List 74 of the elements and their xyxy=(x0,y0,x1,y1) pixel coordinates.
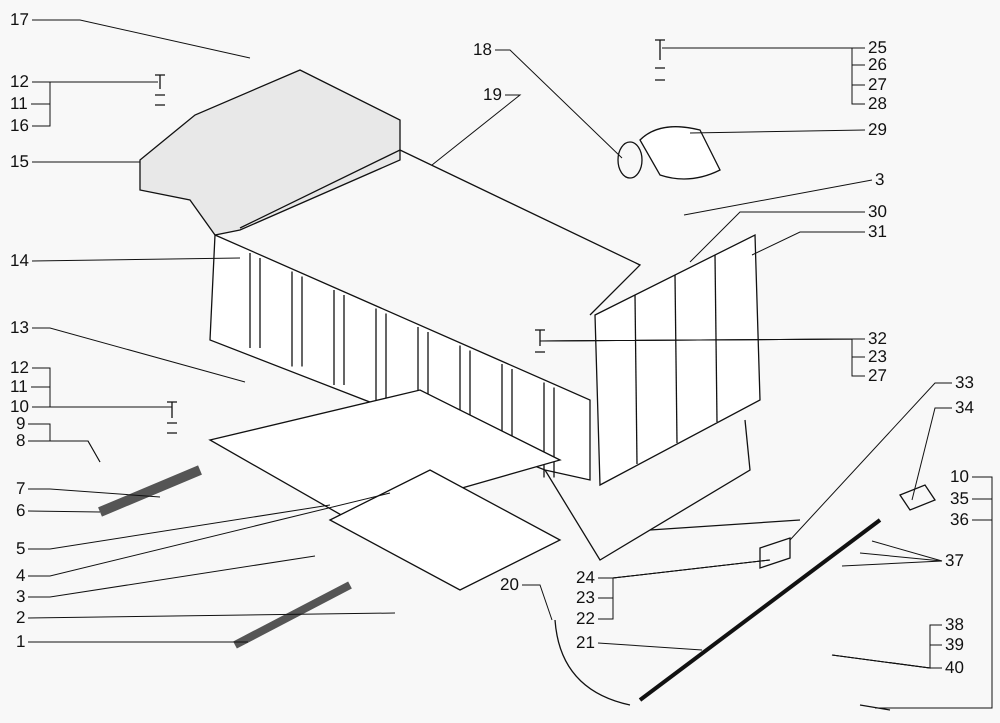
leader-line xyxy=(522,584,552,620)
leader-line xyxy=(28,612,396,618)
callout-number: 6 xyxy=(16,502,26,520)
callout-number: 24 xyxy=(576,569,595,587)
leader-line xyxy=(540,338,866,376)
callout-number: 26 xyxy=(868,56,887,74)
leader-line xyxy=(28,510,100,512)
leader-line xyxy=(842,560,942,566)
leader-line xyxy=(494,50,622,158)
leader-line xyxy=(690,130,866,134)
callout-number: 31 xyxy=(868,223,887,241)
callout-number: 20 xyxy=(500,576,519,594)
callout-number: 34 xyxy=(955,399,974,417)
callout-number: 23 xyxy=(576,589,595,607)
callout-number: 13 xyxy=(10,319,29,337)
leader-line xyxy=(684,180,872,216)
leader-line xyxy=(690,212,866,262)
callout-number: 30 xyxy=(868,203,887,221)
callout-number: 12 xyxy=(10,73,29,91)
leader-line xyxy=(28,488,160,498)
callout-number: 36 xyxy=(950,511,969,529)
leader-line xyxy=(860,552,942,562)
callout-number: 33 xyxy=(955,374,974,392)
leader-line xyxy=(32,328,246,382)
callout-number: 11 xyxy=(10,378,28,396)
leader-line xyxy=(28,492,390,576)
leader-line xyxy=(872,540,942,562)
callout-number: 10 xyxy=(950,468,969,486)
callout-number: 27 xyxy=(868,76,887,94)
callout-number: 3 xyxy=(875,171,884,189)
callout-number: 4 xyxy=(16,567,26,585)
callout-number: 29 xyxy=(868,121,887,139)
callout-number: 38 xyxy=(945,616,964,634)
callout-number: 7 xyxy=(16,480,26,498)
callout-number: 35 xyxy=(950,490,969,508)
leader-line xyxy=(662,48,866,104)
callout-number: 1 xyxy=(16,633,26,651)
callout-number: 8 xyxy=(16,432,26,450)
callout-number: 11 xyxy=(10,95,28,113)
callout-number: 40 xyxy=(945,659,964,677)
leader-line xyxy=(598,560,770,620)
callout-number: 25 xyxy=(868,39,887,57)
callout-number: 28 xyxy=(868,95,887,113)
callout-number: 10 xyxy=(10,398,29,416)
callout-number: 12 xyxy=(10,359,29,377)
callout-number: 37 xyxy=(945,552,964,570)
leader-line xyxy=(28,556,316,598)
leader-line xyxy=(32,406,172,408)
leader-line xyxy=(752,232,866,256)
callout-number: 19 xyxy=(483,86,502,104)
callout-number: 23 xyxy=(868,348,887,366)
callout-number: 32 xyxy=(868,330,887,348)
callout-number: 5 xyxy=(16,540,26,558)
callout-number: 14 xyxy=(10,252,29,270)
callout-number: 22 xyxy=(576,610,595,628)
leader-line xyxy=(912,408,952,500)
callout-number: 18 xyxy=(473,41,492,59)
leader-line xyxy=(598,642,702,650)
callout-number: 17 xyxy=(10,11,29,29)
callout-number: 27 xyxy=(868,367,887,385)
callout-number: 3 xyxy=(16,588,26,606)
callout-number: 9 xyxy=(16,415,26,433)
leader-line xyxy=(28,504,330,550)
leader-line xyxy=(790,382,952,540)
callout-number: 21 xyxy=(576,634,595,652)
callout-number: 2 xyxy=(16,609,26,627)
leader-line xyxy=(32,258,240,262)
callout-number: 39 xyxy=(945,636,964,654)
callout-number: 16 xyxy=(10,117,29,135)
leader-line xyxy=(832,654,942,668)
callout-number: 15 xyxy=(10,153,29,171)
leader-line xyxy=(432,94,522,166)
leader-line xyxy=(32,20,250,58)
leader-line xyxy=(28,440,100,462)
